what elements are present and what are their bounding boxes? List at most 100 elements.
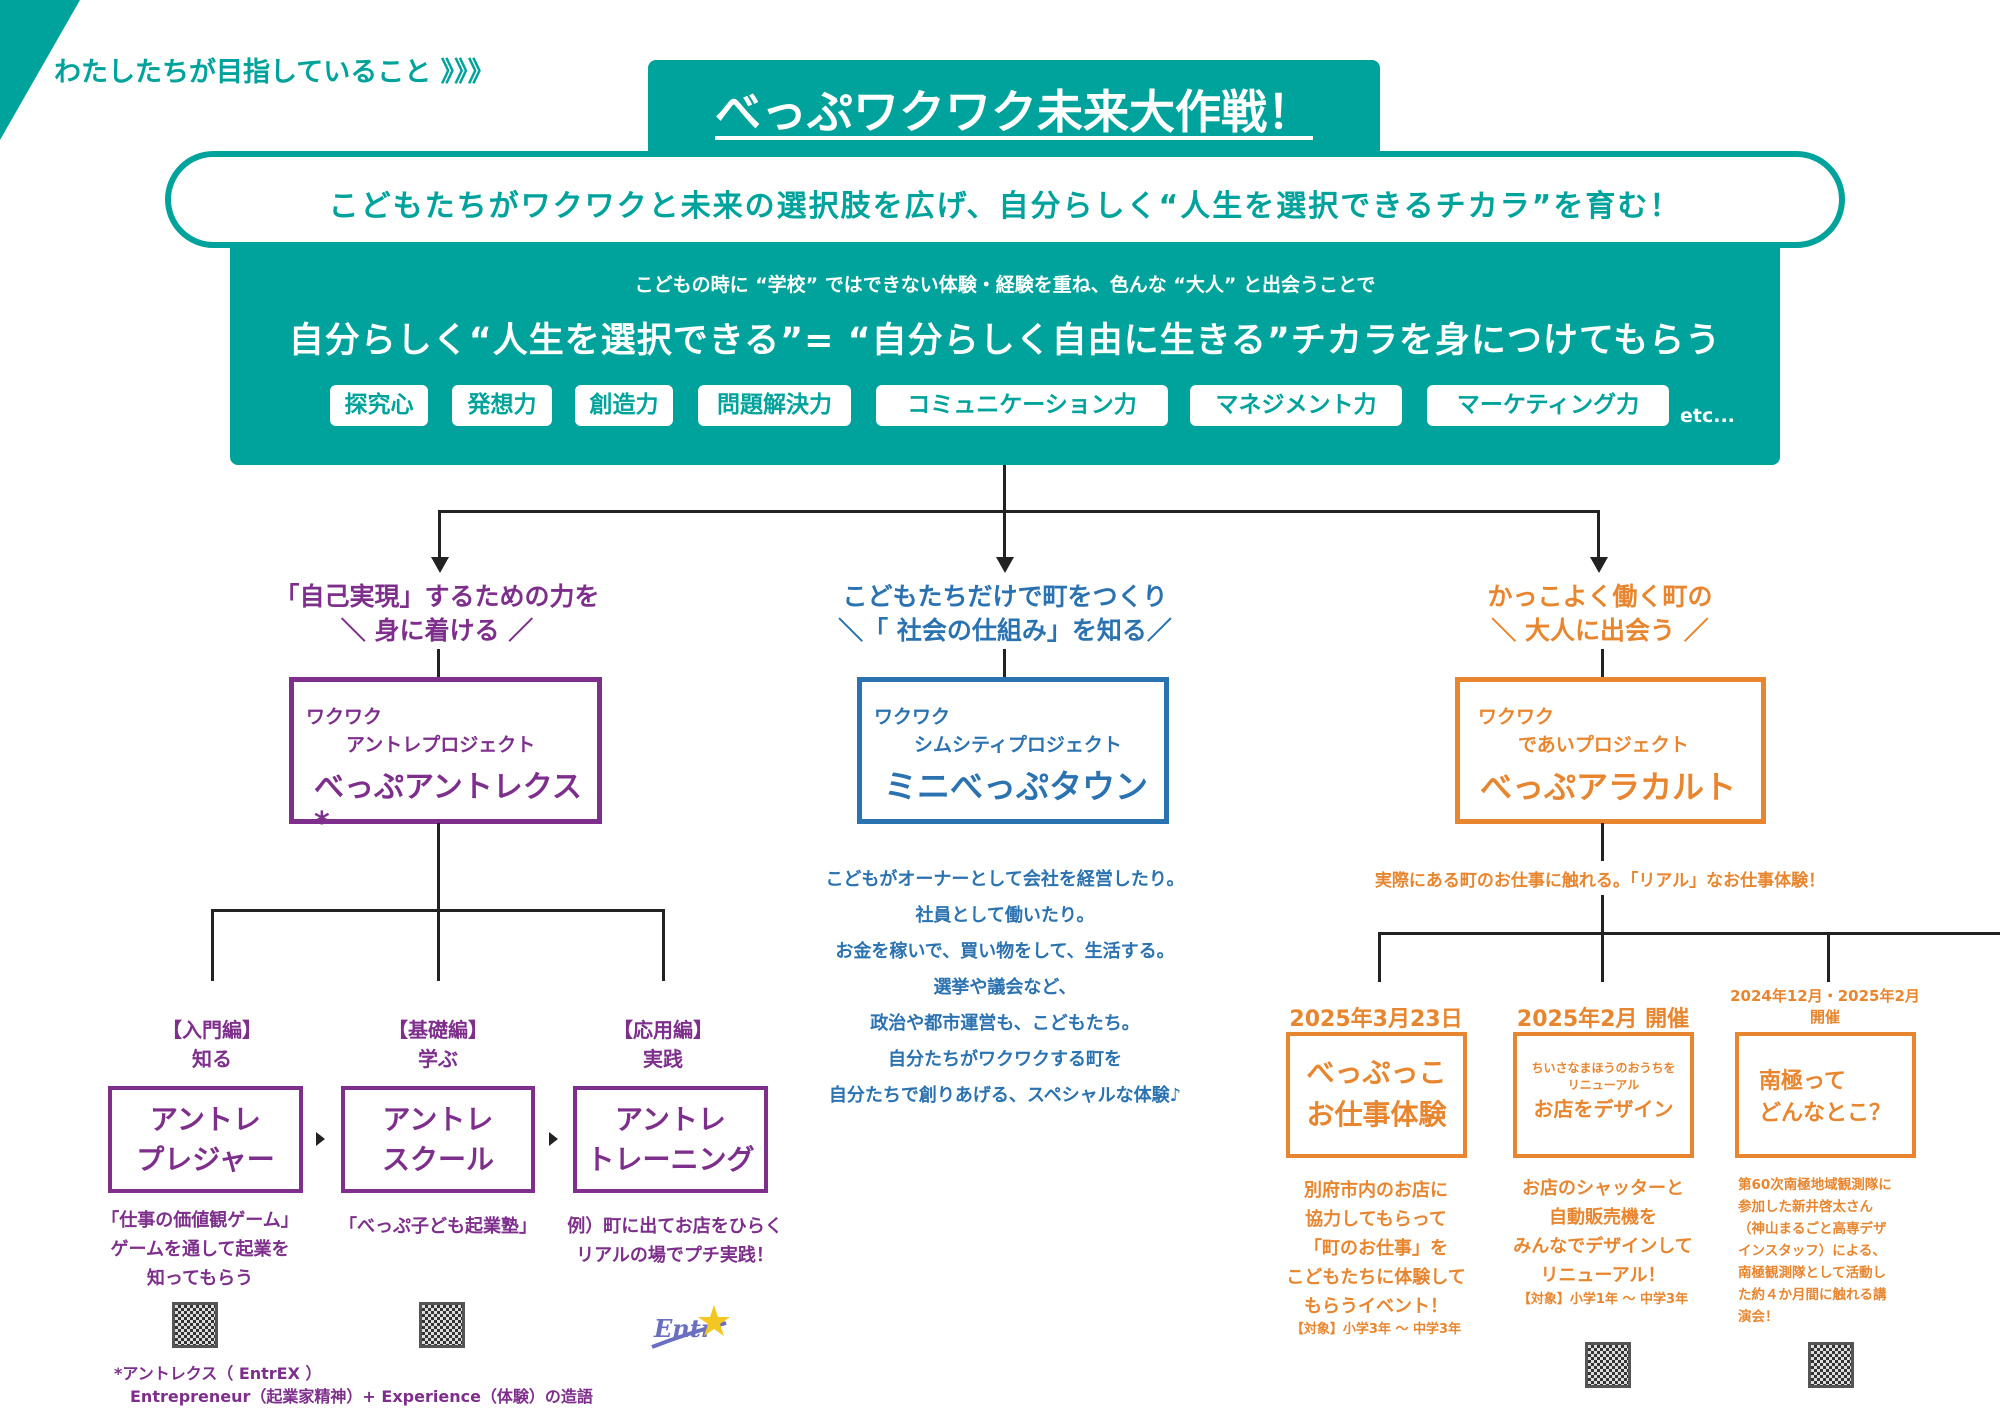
- event-box[interactable]: べっぷっこお仕事体験: [1286, 1032, 1467, 1158]
- connector-line: [1003, 649, 1006, 679]
- desc-line: 南極観測隊として活動し: [1738, 1265, 1887, 1281]
- arrow-right-icon: [316, 1132, 325, 1146]
- step-box[interactable]: アントレトレーニング: [573, 1086, 768, 1193]
- box-line: ワクワク: [306, 706, 383, 728]
- event-subtitle: リニューアル: [1567, 1078, 1640, 1092]
- desc-line: 第60次南極地域観測隊に: [1738, 1177, 1892, 1193]
- connector-line: [1378, 932, 2000, 935]
- connector-line: [438, 510, 441, 558]
- connector-line: [1597, 510, 1600, 558]
- desc-line: （神山まるごと高専デザ: [1738, 1221, 1887, 1237]
- skill-chip: マネジメント力: [1190, 385, 1402, 426]
- arrow-down-icon: [431, 557, 449, 573]
- event-name: お店をデザイン: [1533, 1097, 1674, 1121]
- desc-line: 自分たちで創りあげる、スペシャルな体験♪: [828, 1085, 1182, 1106]
- connector-line: [1378, 932, 1381, 982]
- step-description: 例）町に出てお店をひらくリアルの場でプチ実践！: [560, 1212, 790, 1270]
- desc-line: 例）町に出てお店をひらく: [567, 1216, 783, 1237]
- connector-line: [662, 909, 665, 981]
- step-level: 【応用編】: [613, 1018, 713, 1042]
- mission-banner: こどもたちがワクワクと未来の選択肢を広げ、自分らしく“人生を選択できるチカラ”を…: [165, 151, 1845, 248]
- date-line: 開催: [1809, 1008, 1840, 1026]
- connector-line: [438, 510, 1600, 513]
- event-name: べっぷっこ: [1306, 1056, 1447, 1089]
- left-heading: 「自己実現」するための力を ＼ 身に着ける ／: [237, 580, 637, 648]
- connector-line: [1601, 932, 1604, 982]
- tagline: わたしたちが目指していること 》》》: [54, 57, 495, 88]
- mission-text: こどもたちがワクワクと未来の選択肢を広げ、自分らしく“人生を選択できるチカラ”を…: [328, 189, 1682, 224]
- event-date: 2025年2月 開催: [1516, 1007, 1690, 1032]
- page-title: べっぷワクワク未来大作戦！: [715, 85, 1313, 139]
- heading-line: こどもたちだけで町をつくり: [842, 582, 1168, 611]
- desc-line: もらうイベント！: [1304, 1296, 1448, 1317]
- desc-line: 「べっぷ子ども起業塾」: [339, 1216, 537, 1237]
- desc-line: 協力してもらって: [1305, 1209, 1447, 1230]
- qr-code[interactable]: [1585, 1342, 1631, 1388]
- desc-line: 選挙や議会など、: [933, 977, 1077, 998]
- step-box[interactable]: アントレスクール: [341, 1086, 535, 1193]
- step-description: 「仕事の価値観ゲーム」ゲームを通して起業を知ってもらう: [95, 1206, 305, 1293]
- project-name: ミニべっぷタウン: [884, 767, 1148, 806]
- corner-decoration: [0, 0, 80, 140]
- arrow-down-icon: [996, 557, 1014, 573]
- event-description: お店のシャッターと自動販売機をみんなでデザインしてリニューアル！ 【対象】小学1…: [1493, 1174, 1713, 1310]
- event-box[interactable]: 南極ってどんなとこ？: [1735, 1032, 1916, 1158]
- event-target: 【対象】小学1年 ～ 中学3年: [1517, 1292, 1689, 1307]
- step-level: 【基礎編】: [388, 1018, 488, 1042]
- connector-line: [1003, 465, 1006, 511]
- desc-line: 自分たちがワクワクする町を: [888, 1049, 1122, 1070]
- desc-line: 社員として働いたり。: [915, 905, 1095, 926]
- step-label: 【入門編】知る: [112, 1016, 312, 1074]
- event-name: 南極って: [1759, 1069, 1846, 1094]
- skill-chip: 創造力: [575, 385, 673, 426]
- connector-line: [437, 649, 440, 679]
- desc-line: 「町のお仕事」を: [1304, 1238, 1448, 1259]
- desc-line: ゲームを通して起業を: [110, 1239, 290, 1260]
- step-verb: 実践: [643, 1047, 683, 1071]
- center-heading: こどもたちだけで町をつくり ＼「 社会の仕組み」を知る／: [780, 580, 1230, 648]
- box-line: ワクワク: [1478, 706, 1555, 728]
- step-name: アントレ: [615, 1103, 726, 1136]
- arrow-down-icon: [1590, 557, 1608, 573]
- qr-code[interactable]: [419, 1302, 465, 1348]
- entrex-logo: Entr: [648, 1303, 730, 1353]
- step-name: アントレ: [150, 1103, 261, 1136]
- desc-line: リニューアル！: [1540, 1265, 1666, 1286]
- heading-line: 「自己実現」するための力を: [274, 582, 600, 611]
- event-date: 2025年3月23日: [1289, 1007, 1463, 1032]
- step-box[interactable]: アントレプレジャー: [108, 1086, 303, 1193]
- footnote-line: Entrepreneur（起業家精神）+ Experience（体験）の造語: [130, 1387, 593, 1406]
- connector-line: [1003, 510, 1006, 558]
- connector-line: [1601, 823, 1604, 861]
- project-box-entrex[interactable]: ワクワク アントレプロジェクト べっぷアントレクス*: [289, 677, 602, 841]
- project-box-beppu-alacarte[interactable]: ワクワク であいプロジェクト べっぷアラカルト: [1455, 677, 1766, 824]
- desc-line: 知ってもらう: [146, 1268, 254, 1289]
- qr-code[interactable]: [1808, 1342, 1854, 1388]
- connector-line: [437, 909, 440, 981]
- desc-line: お金を稼いで、買い物をして、生活する。: [835, 941, 1175, 962]
- desc-line: 「仕事の価値観ゲーム」: [101, 1210, 299, 1231]
- desc-line: た約４か月間に触れる講: [1738, 1287, 1887, 1303]
- goal-mainline: 自分らしく“人生を選択できる”= “自分らしく自由に生きる”チカラを身につけても…: [288, 321, 1722, 361]
- skill-chip: 探究心: [330, 385, 428, 426]
- step-name: プレジャー: [136, 1143, 275, 1176]
- step-name: トレーニング: [586, 1143, 755, 1176]
- right-heading: かっこよく働く町の ＼ 大人に出会う ／: [1400, 580, 1800, 648]
- footnote: *アントレクス（ EntrEX ） Entrepreneur（起業家精神）+ E…: [114, 1362, 593, 1408]
- desc-line: こどもたちに体験して: [1286, 1267, 1466, 1288]
- footnote-line: *アントレクス（ EntrEX ）: [114, 1364, 322, 1383]
- step-name: スクール: [381, 1143, 494, 1176]
- desc-line: インスタッフ）による、: [1738, 1243, 1886, 1259]
- qr-code[interactable]: [172, 1302, 218, 1348]
- connector-line: [437, 823, 440, 911]
- heading-line: かっこよく働く町の: [1487, 582, 1713, 611]
- right-label: 実際にある町のお仕事に触れる。「リアル」なお仕事体験！: [1374, 871, 1826, 891]
- connector-line: [1601, 649, 1604, 679]
- event-subtitle: ちいさなまほうのおうちを: [1531, 1061, 1676, 1075]
- heading-line: ＼ 大人に出会う ／: [1491, 616, 1709, 645]
- step-label: 【基礎編】学ぶ: [338, 1016, 538, 1074]
- event-box[interactable]: ちいさなまほうのおうちをリニューアルお店をデザイン: [1513, 1032, 1694, 1158]
- goal-subline: こどもの時に “学校” ではできない体験・経験を重ね、色んな “大人” と出会う…: [634, 274, 1376, 296]
- event-description: 第60次南極地域観測隊に参加した新井啓太さん（神山まるごと高専デザインスタッフ）…: [1738, 1174, 1928, 1328]
- project-box-mini-beppu-town[interactable]: ワクワク シムシティプロジェクト ミニべっぷタウン: [857, 677, 1169, 824]
